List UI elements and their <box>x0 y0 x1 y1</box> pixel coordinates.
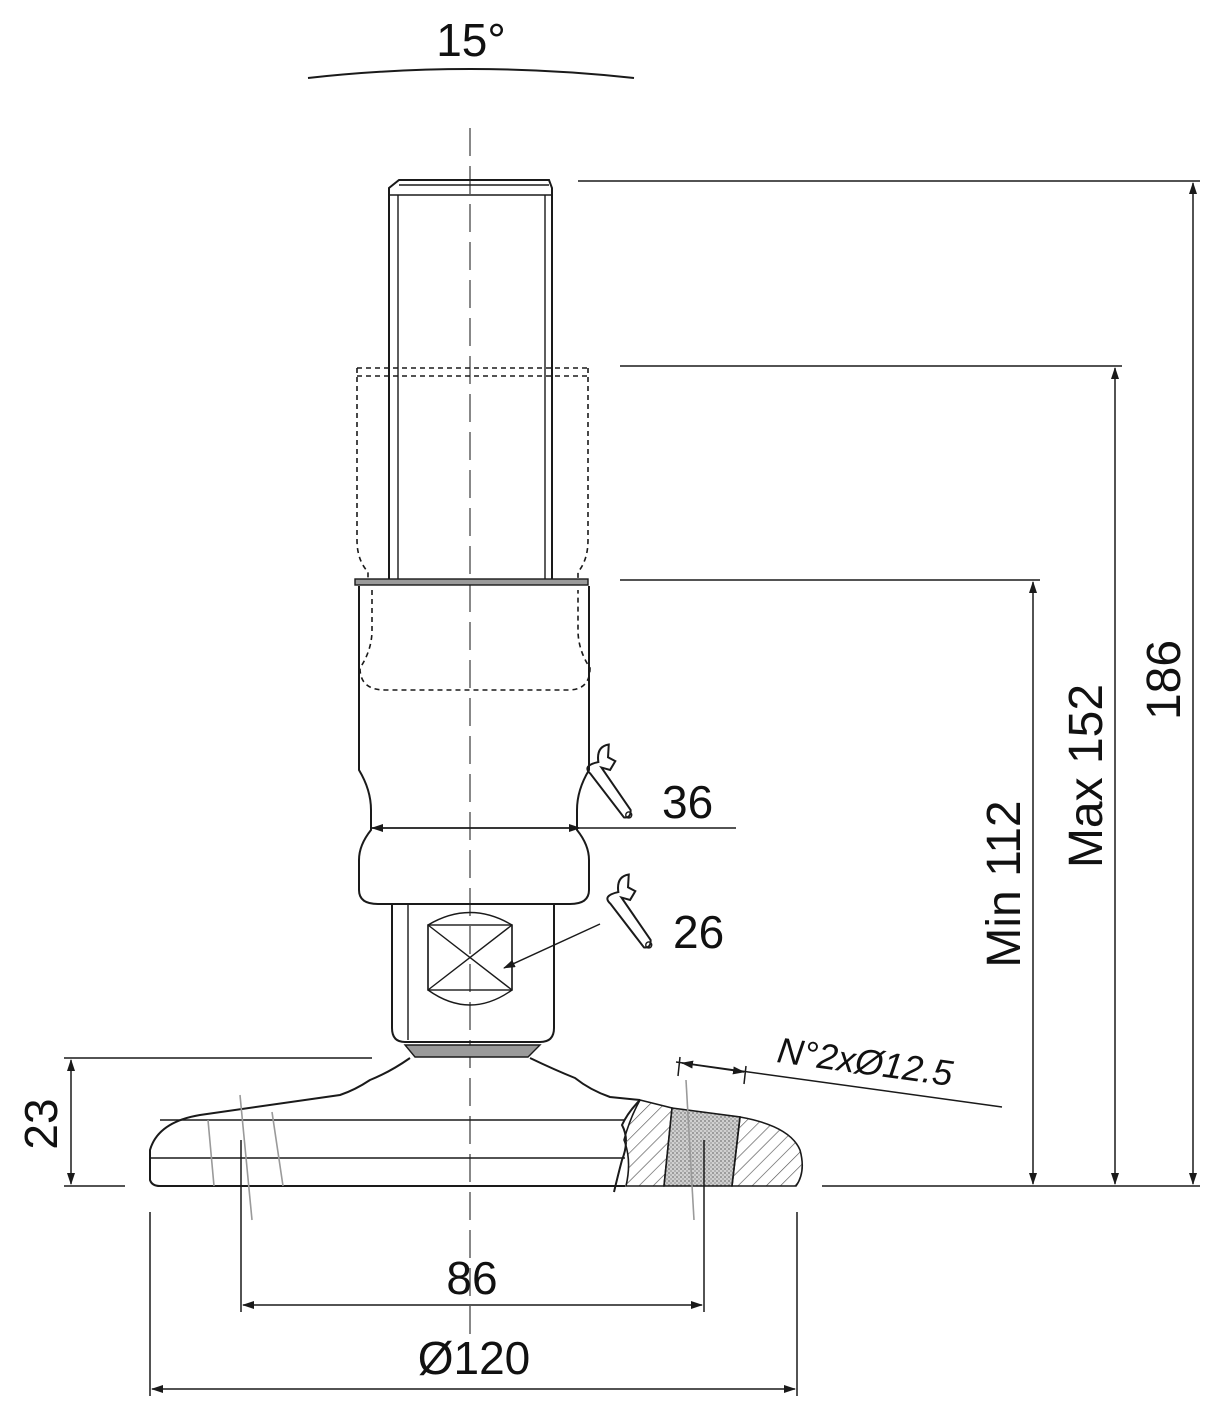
section-rubber <box>663 1107 741 1187</box>
adjusting-body <box>358 586 591 905</box>
max-height-label: Max 152 <box>1060 684 1113 868</box>
tilt-arc <box>307 68 635 79</box>
wrench-36-callout: 36 <box>371 743 736 832</box>
base-height-dimension: 23 <box>15 1057 372 1187</box>
max-height-dimension: Max 152 <box>620 365 1122 1185</box>
base-diameter-label: Ø120 <box>418 1332 531 1384</box>
holes-callout: N°2xØ12.5 <box>675 1029 1003 1108</box>
lower-shaft <box>391 904 555 1043</box>
wrench-26-callout: 26 <box>503 873 724 969</box>
min-height-dimension: Min 112 <box>620 579 1040 1185</box>
base-diameter-dimension: Ø120 <box>149 1212 798 1396</box>
wrench-36-label: 36 <box>662 776 713 828</box>
wrench-icon <box>606 873 653 949</box>
locking-ring <box>354 578 589 586</box>
max-extension-outline <box>356 367 589 580</box>
total-height-dimension: 186 <box>578 180 1200 1185</box>
section-hatch-left <box>623 1099 673 1187</box>
holes-label: N°2xØ12.5 <box>775 1029 956 1094</box>
wrench-icon <box>586 743 633 819</box>
hole-spacing-dimension: 86 <box>240 1140 705 1312</box>
base-height-label: 23 <box>15 1098 67 1149</box>
wrench-26-label: 26 <box>673 906 724 958</box>
tilt-angle-indicator: 15° <box>307 14 635 79</box>
min-height-label: Min 112 <box>978 800 1031 967</box>
hole-spacing-label: 86 <box>446 1252 497 1304</box>
section-hatch-right <box>731 1116 804 1187</box>
ball-joint-band <box>403 1044 542 1058</box>
angle-label: 15° <box>436 14 506 66</box>
base-plate <box>149 1057 804 1221</box>
total-height-label: 186 <box>1138 640 1191 720</box>
